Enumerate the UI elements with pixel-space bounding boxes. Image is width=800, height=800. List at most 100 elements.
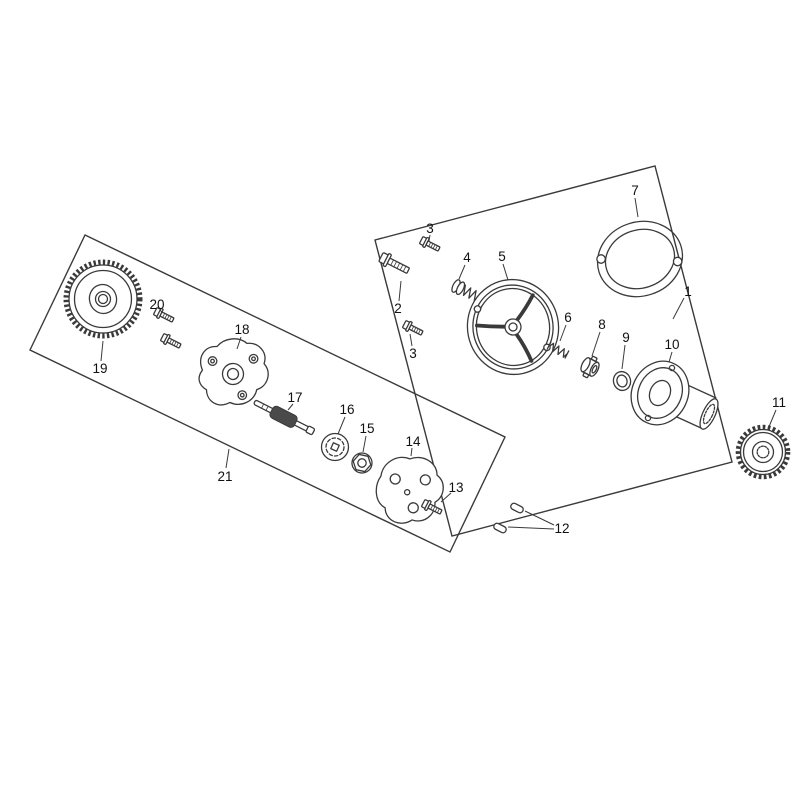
callout-label-18: 18 (234, 322, 249, 337)
callout-16: 16 (337, 402, 355, 435)
callout-8: 8 (591, 317, 606, 357)
part-8-bushing (580, 355, 600, 379)
spoke (514, 332, 534, 363)
leader-line (559, 324, 567, 342)
leader-line (507, 526, 555, 530)
part-7-gasket (596, 220, 684, 298)
case-flange-bore (648, 379, 672, 407)
leader-line (159, 309, 164, 314)
sprocket-bore (94, 290, 112, 308)
callout-11: 11 (767, 395, 786, 430)
cover-plate-outline (375, 456, 444, 524)
callout-5: 5 (498, 249, 509, 281)
callout-label-14: 14 (405, 434, 421, 449)
bushing-body (581, 357, 599, 377)
leader-line (337, 416, 346, 435)
callout-18: 18 (234, 322, 250, 350)
callout-3-upper: 3 (426, 221, 434, 242)
callout-label-1: 1 (684, 284, 692, 299)
part-6-spring-pin (546, 341, 570, 359)
cover-hub-bore (508, 322, 518, 332)
rotor-lobes (325, 437, 345, 457)
leader-line (409, 333, 413, 347)
pin-coil (546, 341, 570, 359)
callout-label-15: 15 (359, 421, 374, 436)
part-3-bolt (401, 318, 426, 339)
bushing-bore (591, 364, 598, 374)
callout-label-7: 7 (631, 183, 639, 198)
center-bore (221, 362, 245, 386)
callout-label-21: 21 (217, 469, 232, 484)
part-20-bolt (159, 331, 184, 352)
callout-20: 20 (149, 297, 165, 314)
leader-line (236, 336, 242, 350)
case-flange-ring (636, 367, 684, 419)
assembly-box-right (374, 165, 733, 537)
cover-rim-mid (472, 284, 554, 370)
leader-line (524, 510, 555, 526)
callout-label-4: 4 (463, 250, 471, 265)
callout-2: 2 (394, 280, 402, 316)
leader-line (440, 492, 452, 503)
callout-label-3-upper: 3 (426, 221, 434, 236)
shaft-grooves (261, 403, 269, 411)
callout-19: 19 (92, 340, 108, 376)
gear-web (742, 431, 784, 473)
leader-line (362, 435, 367, 453)
callout-label-8: 8 (598, 317, 606, 332)
square-bore (330, 442, 340, 452)
callout-label-13: 13 (448, 480, 463, 495)
gasket-ear (672, 256, 683, 267)
callout-label-9: 9 (622, 330, 630, 345)
part-14-pump-cover-plate (375, 456, 444, 524)
part-15-lock-nut (351, 452, 373, 474)
part-9-o-ring (612, 370, 632, 392)
callout-1: 1 (672, 284, 692, 320)
bolt-hole (248, 353, 259, 364)
leader-line (668, 351, 673, 363)
callout-21: 21 (217, 448, 233, 484)
part-16-inner-rotor (320, 432, 350, 462)
callout-label-6: 6 (564, 310, 572, 325)
callout-label-20: 20 (149, 297, 164, 312)
leader-line (410, 447, 413, 457)
gasket-ear (596, 254, 606, 264)
leader-line (767, 409, 777, 430)
bolt-hole (207, 356, 218, 367)
callout-label-3-lower: 3 (409, 346, 417, 361)
leader-line (428, 234, 431, 242)
assembly-box-left (29, 234, 506, 553)
callout-6: 6 (559, 310, 572, 342)
nut-hex (352, 453, 372, 473)
sprocket-teeth-ring (63, 259, 143, 339)
callout-7: 7 (631, 183, 639, 218)
case-end-face (699, 398, 719, 430)
leader-line (398, 280, 402, 302)
callout-label-11: 11 (772, 395, 786, 410)
sprocket-bore-inner (97, 293, 109, 305)
bolt-hole (407, 502, 419, 514)
bolt-hole (237, 390, 248, 401)
spoke (515, 293, 535, 322)
center-bore-inner (226, 367, 240, 381)
shaft-end (305, 425, 316, 436)
leader-line (458, 264, 466, 280)
rim-boss (473, 305, 482, 313)
part-17-pump-shaft (253, 399, 316, 436)
callout-label-10: 10 (664, 337, 679, 352)
callout-label-17: 17 (287, 390, 302, 405)
callout-label-12: 12 (554, 521, 569, 536)
bolt-hole (419, 474, 431, 486)
part-19-driven-sprocket (63, 259, 143, 339)
leader-line (287, 403, 294, 411)
cover-hub (504, 318, 522, 336)
cover-rim-inner (475, 287, 551, 367)
leader-line (672, 297, 685, 320)
gasket-inner (604, 228, 676, 290)
callout-10: 10 (664, 337, 680, 363)
sprocket-hub (88, 283, 118, 315)
callout-17: 17 (287, 390, 303, 411)
callout-label-19: 19 (92, 361, 107, 376)
